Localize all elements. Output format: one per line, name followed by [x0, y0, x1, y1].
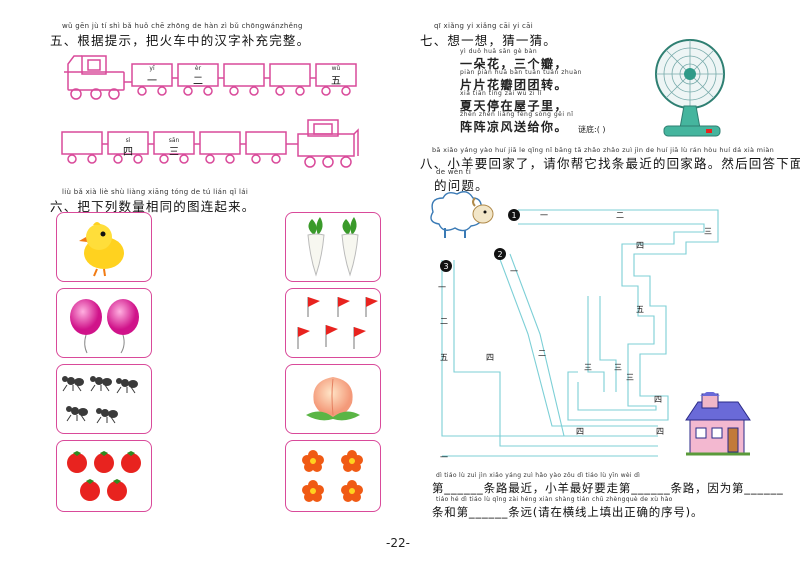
q8-instruction: 八、小羊要回家了，请你帮它找条最近的回家路。然后回答下面 — [420, 156, 800, 171]
card-chick[interactable] — [56, 212, 152, 282]
fan-icon — [655, 39, 725, 137]
train2-car3-char: 三 — [169, 147, 179, 158]
ants-icon — [62, 376, 138, 424]
maze-label: 三 — [626, 373, 634, 382]
train2-car2-pinyin: sì — [125, 137, 131, 144]
flowers-icon — [302, 450, 363, 502]
q8-line2: 的问题。 — [434, 178, 489, 193]
maze-label: 二 — [616, 211, 624, 220]
maze-label: 三 — [584, 363, 592, 372]
q8-line2-pinyin: de wèn tí — [436, 168, 472, 176]
maze-label: 一 — [440, 453, 448, 462]
q6-pinyin: liù bǎ xià liè shù liàng xiāng tóng de t… — [62, 188, 249, 196]
maze-label: 五 — [636, 305, 644, 314]
train-2 — [61, 119, 359, 168]
house-icon — [685, 392, 751, 456]
answer-line1-pinyin: dì tiáo lù zuì jìn xiǎo yáng zuì hǎo yào… — [436, 472, 641, 479]
svg-text:2: 2 — [497, 250, 502, 259]
maze-label: 三 — [614, 363, 622, 372]
maze: 1 2 3 — [440, 209, 719, 457]
q7-instruction: 七、想一想，猜一猜。 — [420, 33, 558, 48]
poem-line4-pinyin: zhèn zhèn liáng fēng sòng gěi nǐ — [460, 111, 574, 118]
flags-icon — [297, 297, 378, 349]
train1-car3-char: 二 — [193, 76, 203, 87]
maze-label: 五 — [440, 353, 448, 362]
answer-line2-pinyin: tiáo hé dì tiáo lù qǐng zài héng xiàn sh… — [436, 496, 673, 503]
train1-car2-char: 一 — [147, 76, 157, 87]
tomatoes-icon — [67, 451, 141, 501]
answer-line1[interactable]: 第______条路最近，小羊最好要走第______条路，因为第______ — [432, 481, 784, 495]
radishes-icon — [307, 217, 359, 277]
poem-line3: 夏天停在屋子里， — [460, 99, 569, 113]
chick-icon — [79, 222, 124, 277]
poem-line1: 一朵花，三个瓣， — [460, 57, 569, 71]
maze-label: 四 — [654, 395, 662, 404]
riddle-answer-field[interactable]: 谜底:( ) — [578, 125, 606, 134]
sheep-icon — [430, 191, 494, 238]
q7-pinyin: qī xiǎng yi xiǎng cāi yi cāi — [434, 22, 533, 30]
train1-car2-pinyin: yī — [149, 65, 155, 72]
poem-line2: 片片花瓣团团转。 — [460, 78, 569, 92]
peach-icon — [306, 377, 360, 421]
q5-pinyin: wǔ gēn jù tí shì bǎ huǒ chē zhōng de hàn… — [62, 22, 303, 30]
card-radishes[interactable] — [285, 212, 381, 282]
maze-label: 二 — [440, 317, 448, 326]
maze-label: 一 — [510, 267, 518, 276]
maze-label: 三 — [704, 227, 712, 236]
q5-instruction: 五、根据提示，把火车中的汉字补充完整。 — [50, 33, 311, 48]
card-peach[interactable] — [285, 364, 381, 434]
maze-label: 二 — [538, 349, 546, 358]
maze-label: 四 — [486, 353, 494, 362]
train1-car3-pinyin: èr — [194, 65, 202, 72]
answer-line2[interactable]: 条和第______条远(请在横线上填出正确的序号)。 — [432, 505, 704, 519]
q6-instruction: 六、把下列数量相同的图连起来。 — [50, 199, 256, 214]
card-tomatoes[interactable] — [56, 440, 152, 512]
maze-label: 四 — [576, 427, 584, 436]
poem-line3-pinyin: xià tiān tíng zài wū zi lǐ — [460, 90, 542, 97]
card-flowers[interactable] — [285, 440, 381, 512]
page-number: -22- — [386, 536, 410, 550]
q8-pinyin: bā xiǎo yáng yào huí jiā le qǐng nǐ bāng… — [432, 146, 775, 154]
svg-text:3: 3 — [443, 262, 448, 271]
card-balloons[interactable] — [56, 288, 152, 358]
card-ants[interactable] — [56, 364, 152, 434]
card-flags[interactable] — [285, 288, 381, 358]
poem-line4: 阵阵凉风送给你。 — [460, 120, 569, 134]
train1-car6-char: 五 — [331, 76, 341, 87]
train1-car6-pinyin: wǔ — [331, 65, 341, 72]
svg-text:1: 1 — [511, 211, 516, 220]
maze-label: 一 — [438, 283, 446, 292]
train2-car3-pinyin: sān — [168, 137, 180, 144]
train-1 — [64, 55, 357, 100]
poem-line1-pinyin: yì duǒ huā sān gè bàn — [460, 48, 538, 55]
balloons-icon — [70, 299, 139, 354]
poem-line2-pinyin: piàn piàn huā bàn tuán tuán zhuàn — [460, 69, 582, 76]
maze-label: 一 — [540, 211, 548, 220]
maze-label: 四 — [656, 427, 664, 436]
train2-car2-char: 四 — [123, 147, 133, 158]
maze-label: 四 — [636, 241, 644, 250]
